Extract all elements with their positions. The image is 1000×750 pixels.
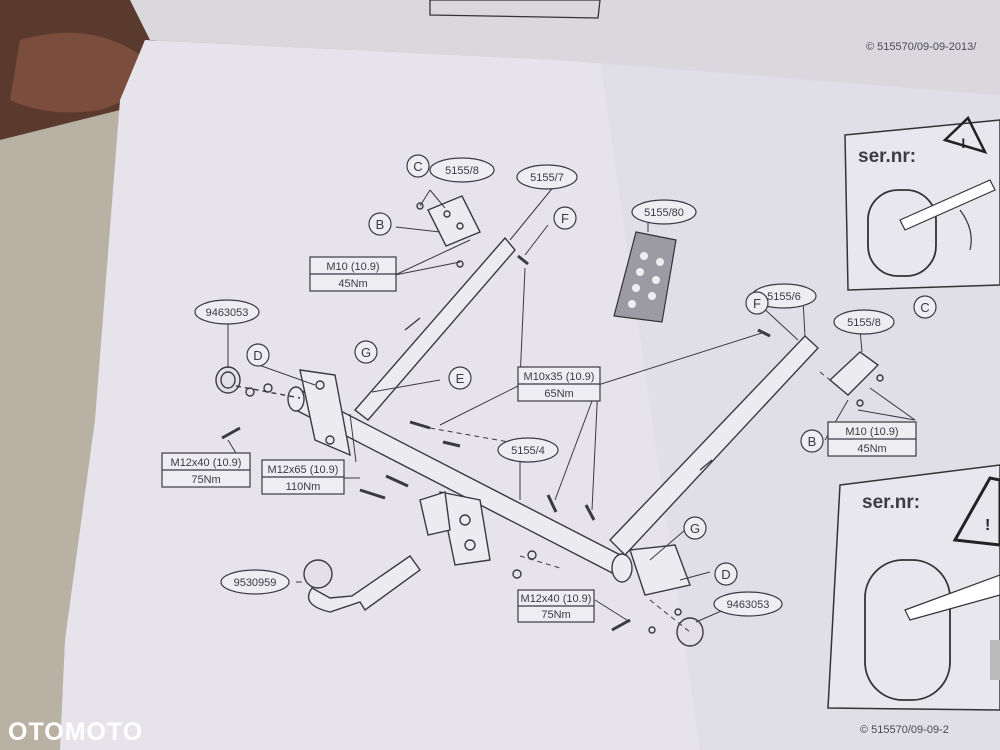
copyright-bottom: © 515570/09-09-2 [860, 724, 949, 736]
letter-g-left: G [361, 345, 371, 360]
right-top-bracket [828, 351, 880, 396]
letter-g-right: G [690, 521, 700, 536]
part-label-5155-7: 5155/7 [530, 172, 564, 184]
letter-d-right: D [721, 567, 730, 582]
spec-m12x65-torque: 110Nm [286, 481, 321, 493]
letter-b-top: B [376, 217, 385, 232]
ser-nr-label-top: ser.nr: [858, 146, 916, 167]
part-label-9530959: 9530959 [234, 577, 277, 589]
spec-m12x65-bolt: M12x65 (10.9) [268, 464, 339, 476]
left-arm [353, 236, 516, 421]
ser-nr-label-bottom: ser.nr: [862, 492, 920, 513]
part-label-5155-8-right: 5155/8 [847, 317, 881, 329]
socket-plate [439, 491, 491, 566]
part-label-5155-4: 5155/4 [511, 445, 545, 457]
letter-f-top: F [561, 211, 569, 226]
spec-m10-right-torque: 45Nm [857, 443, 886, 455]
spec-m10-top-torque: 45Nm [338, 278, 367, 290]
letter-f-right: F [753, 296, 761, 311]
copyright-top: © 515570/09-09-2013/ [866, 41, 977, 53]
serial-plate-icon [867, 189, 937, 277]
finger-tip [10, 32, 142, 113]
svg-text:!: ! [985, 517, 990, 534]
tow-ball [303, 559, 333, 589]
part-label-9463053-left: 9463053 [206, 307, 249, 319]
warning-triangle-icon-bottom [952, 476, 1000, 547]
back-sheet [130, 0, 1000, 95]
rubber-plug-left [215, 366, 241, 394]
serial-number-panel-bottom: ser.nr: ! [827, 464, 1000, 711]
letter-c-right: C [920, 300, 929, 315]
letter-d-left: D [253, 348, 262, 363]
left-mount-plate [299, 369, 351, 457]
letter-b-right: B [808, 434, 817, 449]
right-mount-plate [629, 544, 691, 596]
spec-m12x40-left-torque: 75Nm [191, 474, 220, 486]
part-label-5155-8-top: 5155/8 [445, 165, 479, 177]
serial-plate-icon-bottom [864, 559, 951, 701]
otomoto-watermark: OTOMOTO [8, 718, 143, 746]
relay-module [613, 231, 677, 323]
rubber-plug-right [676, 617, 704, 647]
spec-m10-right-bolt: M10 (10.9) [845, 426, 898, 438]
spec-m12x40-bottom-bolt: M12x40 (10.9) [521, 593, 592, 605]
spec-m10x35-torque: 65Nm [544, 388, 573, 400]
spec-m10-top-bolt: M10 (10.9) [326, 261, 379, 273]
letter-c-top: C [413, 159, 422, 174]
spec-m12x40-bottom-torque: 75Nm [541, 609, 570, 621]
part-label-9463053-right: 9463053 [727, 599, 770, 611]
letter-e: E [456, 371, 465, 386]
spec-m10x35-bolt: M10x35 (10.9) [524, 371, 595, 383]
right-arm [609, 335, 819, 557]
top-bracket [427, 195, 481, 247]
ball-mount-arm [307, 555, 421, 613]
part-label-5155-80: 5155/80 [644, 207, 684, 219]
svg-text:!: ! [961, 135, 966, 151]
warning-triangle-icon [942, 115, 988, 155]
spec-m12x40-left-bolt: M12x40 (10.9) [171, 457, 242, 469]
part-label-5155-6: 5155/6 [767, 291, 801, 303]
crossbar-tube-end [287, 386, 305, 412]
serial-number-panel-top: ser.nr: ! [844, 115, 1000, 291]
